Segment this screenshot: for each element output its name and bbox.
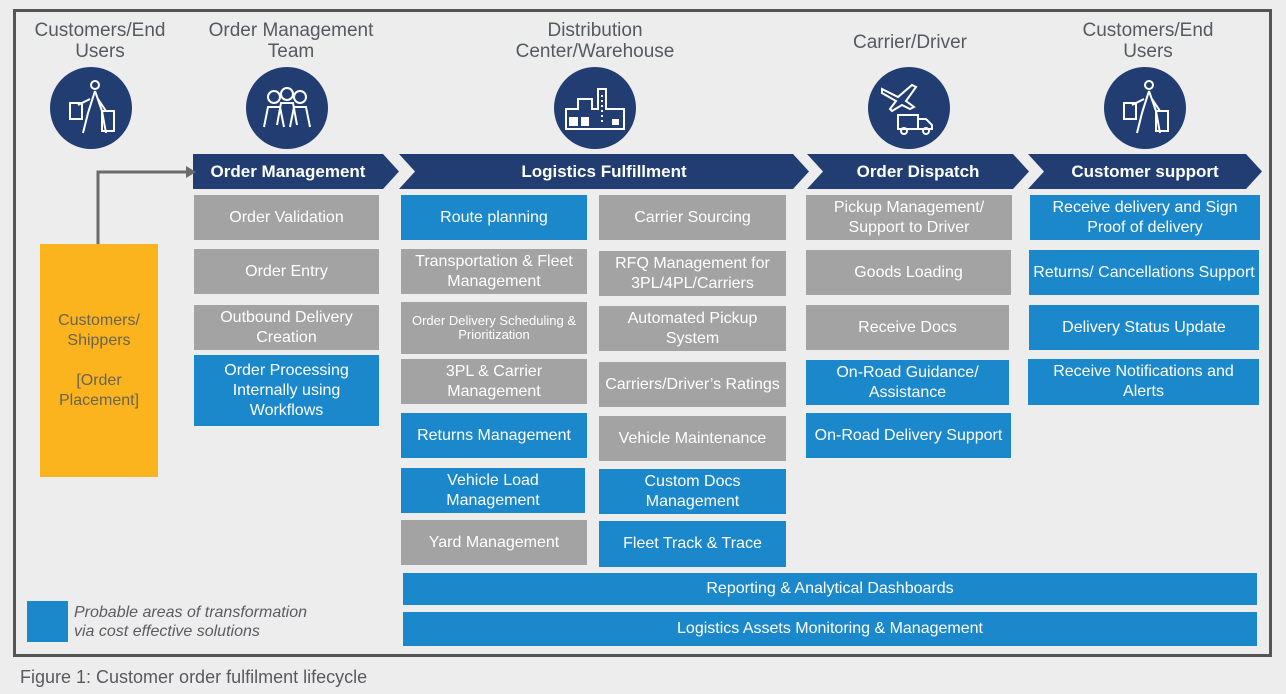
origin-customers-shippers: Customers/ Shippers [Order Placement] [40,244,158,477]
origin-text: Placement] [58,391,140,409]
activity-box: Vehicle Maintenance [599,416,786,461]
activity-box-highlight: Order Processing Internally using Workfl… [194,355,379,426]
activity-label: Receive Notifications and Alerts [1053,363,1234,400]
origin-text: Shippers [67,331,131,349]
stage-order-dispatch: Order Dispatch [807,154,1029,189]
cross-cutting-reporting: Reporting & Analytical Dashboards [403,573,1257,605]
activity-label: Delivery Status Update [1062,318,1226,336]
activity-box-highlight: Receive Notifications and Alerts [1028,359,1259,405]
activity-label: Route planning [440,208,548,226]
role-label: Order Management Team [208,20,374,62]
stage-order-management: Order Management [193,154,399,189]
activity-label: Fleet Track & Trace [623,535,762,552]
activity-label: Pickup Management/ Support to Driver [833,198,985,236]
legend-line: Probable areas of transformation [74,604,308,621]
activity-box-highlight: Fleet Track & Trace [599,521,786,567]
team-icon [246,67,328,149]
cross-cutting-label: Logistics Assets Monitoring & Management [677,620,983,637]
connector-arrow [96,166,196,244]
activity-box-highlight: On-Road Delivery Support [806,413,1011,458]
plane-truck-icon [868,67,950,149]
activity-box-highlight: Returns Management [401,413,587,458]
activity-label: Outbound Delivery Creation [220,308,353,346]
role-label: Distribution Center/Warehouse [515,20,675,62]
activity-label: Returns/ Cancellations Support [1033,263,1255,281]
activity-label: On-Road Guidance/ Assistance [836,363,979,401]
legend-text: Probable areas of transformation via cos… [74,603,307,641]
role-label: Customers/End Users [34,20,166,62]
role-distribution-center: Distribution Center/Warehouse [500,20,690,62]
role-carrier-driver: Carrier/Driver [820,32,1000,53]
activity-label: Automated Pickup System [627,309,758,347]
role-label: Carrier/Driver [853,32,967,53]
activity-label: Goods Loading [854,263,963,281]
activity-box: Outbound Delivery Creation [194,305,379,350]
activity-label: On-Road Delivery Support [814,426,1003,444]
activity-box: Goods Loading [806,250,1011,295]
stage-label: Logistics Fulfillment [521,162,687,181]
activity-box-highlight: Delivery Status Update [1029,305,1259,350]
stage-label: Customer support [1071,162,1219,181]
activity-label: Yard Management [428,533,560,551]
figure-caption: Figure 1: Customer order fulfilment life… [20,667,368,687]
activity-label: Order Validation [229,208,344,226]
stage-customer-support: Customer support [1028,154,1262,189]
activity-box: Order Delivery Scheduling & Prioritizati… [401,302,587,354]
stage-label: Order Dispatch [856,162,980,181]
role-customers-end: Customers/End Users [1068,20,1228,62]
activity-label: 3PL & Carrier Management [445,362,543,400]
origin-text: [Order [76,371,122,389]
activity-box: Carriers/Driver’s Ratings [599,362,786,407]
role-label: Customers/End Users [1082,20,1214,62]
activity-box: Transportation & Fleet Management [401,249,587,294]
activity-box: Yard Management [401,520,587,565]
legend-swatch [27,601,68,642]
activity-label: RFQ Management for 3PL/4PL/Carriers [615,254,770,292]
activity-label: Carriers/Driver’s Ratings [605,375,780,393]
activity-label: Custom Docs Management [644,472,741,510]
activity-label: Order Entry [245,262,328,280]
activity-box: Carrier Sourcing [599,195,786,240]
activity-label: Order Delivery Scheduling & Prioritizati… [411,313,577,342]
activity-box: Pickup Management/ Support to Driver [806,195,1012,240]
warehouse-icon [554,67,636,149]
activity-box-highlight: On-Road Guidance/ Assistance [806,360,1009,405]
activity-label: Vehicle Maintenance [618,429,767,447]
activity-box-highlight: Vehicle Load Management [401,468,585,513]
role-customers-start: Customers/End Users [20,20,180,62]
activity-box: Order Validation [194,195,379,240]
activity-box-highlight: Route planning [401,195,587,240]
shopper-icon [1104,67,1186,149]
activity-label: Carrier Sourcing [634,208,751,226]
activity-box: Automated Pickup System [599,306,786,351]
activity-label: Receive Docs [858,318,957,336]
shopper-icon [50,67,132,149]
stage-label: Order Management [210,162,366,181]
activity-label: Order Processing Internally using Workfl… [224,361,349,419]
activity-box-highlight: Receive delivery and Sign Proof of deliv… [1030,195,1260,240]
activity-box: Receive Docs [806,305,1009,350]
activity-label: Vehicle Load Management [446,471,540,509]
activity-box: Order Entry [194,249,379,294]
activity-box: 3PL & Carrier Management [401,359,587,404]
activity-label: Returns Management [417,426,571,444]
cross-cutting-label: Reporting & Analytical Dashboards [706,580,954,597]
cross-cutting-assets: Logistics Assets Monitoring & Management [403,612,1257,646]
legend-line: via cost effective solutions [74,623,260,640]
activity-box: RFQ Management for 3PL/4PL/Carriers [599,251,786,296]
activity-box-highlight: Returns/ Cancellations Support [1029,250,1259,295]
origin-text: Customers/ [58,311,140,329]
activity-label: Transportation & Fleet Management [415,252,573,290]
stage-logistics-fulfillment: Logistics Fulfillment [399,154,809,189]
activity-box-highlight: Custom Docs Management [599,469,786,514]
activity-label: Receive delivery and Sign Proof of deliv… [1052,198,1238,236]
role-order-management-team: Order Management Team [196,20,386,62]
